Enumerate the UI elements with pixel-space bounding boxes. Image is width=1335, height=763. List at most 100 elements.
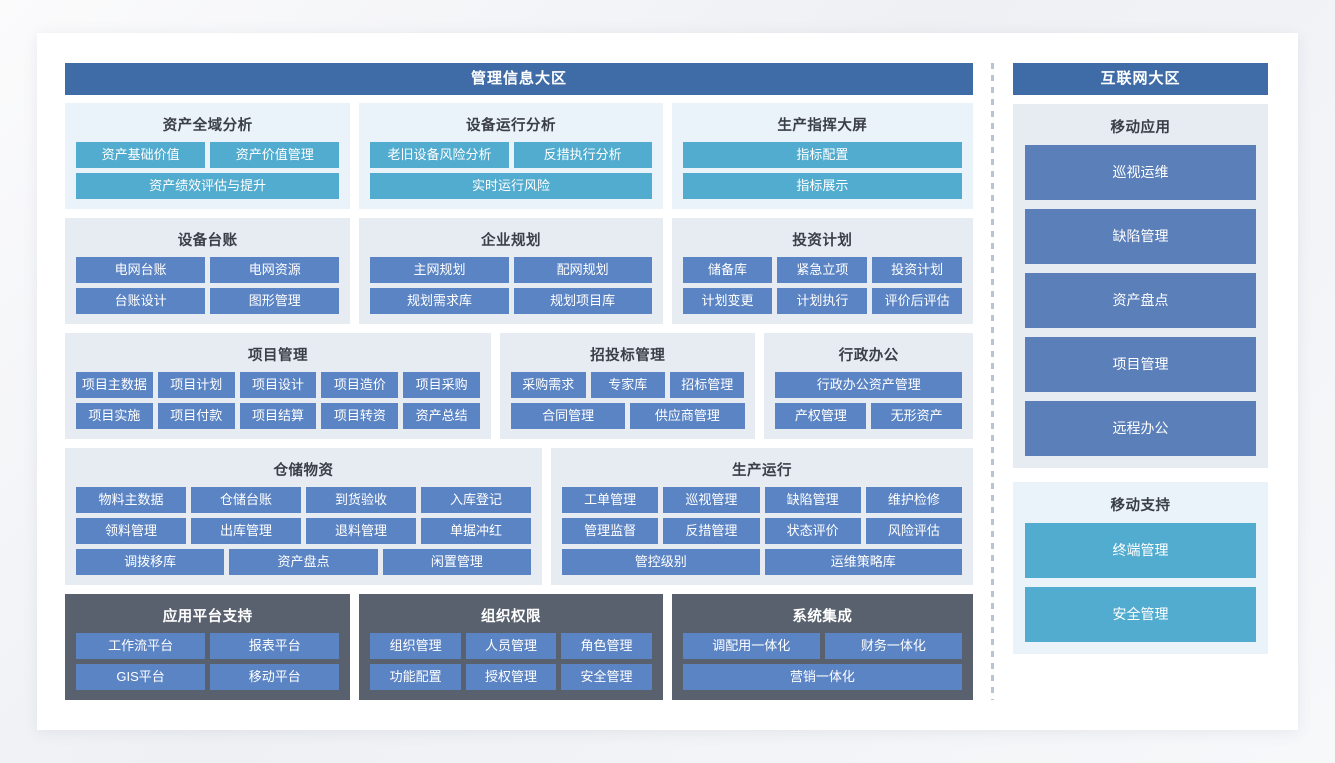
module-button[interactable]: 配网规划 bbox=[513, 257, 652, 283]
module-button[interactable]: 规划项目库 bbox=[513, 288, 652, 314]
module-button[interactable]: 移动平台 bbox=[210, 664, 340, 690]
module-button[interactable]: 安全管理 bbox=[1025, 587, 1256, 642]
button-row: 规划需求库规划项目库 bbox=[370, 288, 652, 314]
module-button[interactable]: 无形资产 bbox=[871, 403, 963, 429]
module-button[interactable]: 工单管理 bbox=[562, 487, 659, 513]
module-button[interactable]: 单据冲红 bbox=[421, 518, 531, 544]
module-button[interactable]: 管理监督 bbox=[562, 518, 659, 544]
module-button[interactable]: 调配用一体化 bbox=[682, 633, 820, 659]
module-button[interactable]: 调拨移库 bbox=[76, 549, 225, 575]
module-button[interactable]: 工作流平台 bbox=[76, 633, 206, 659]
module-button[interactable]: 采购需求 bbox=[511, 372, 586, 398]
module-button[interactable]: 专家库 bbox=[590, 372, 665, 398]
module-button[interactable]: 闲置管理 bbox=[382, 549, 531, 575]
module-button[interactable]: 项目转资 bbox=[321, 403, 399, 429]
internet-zone-cards: 移动应用巡视运维缺陷管理资产盘点项目管理远程办公移动支持终端管理安全管理 bbox=[1013, 104, 1268, 654]
module-button[interactable]: 状态评价 bbox=[764, 518, 861, 544]
module-button[interactable]: 运维策略库 bbox=[764, 549, 962, 575]
button-row: 领料管理出库管理退料管理单据冲红 bbox=[76, 518, 531, 544]
module-button[interactable]: 出库管理 bbox=[191, 518, 301, 544]
card-mobile-support: 移动支持终端管理安全管理 bbox=[1013, 482, 1268, 654]
module-button[interactable]: 领料管理 bbox=[76, 518, 186, 544]
module-button[interactable]: 规划需求库 bbox=[370, 288, 509, 314]
module-button[interactable]: 评价后评估 bbox=[872, 288, 963, 314]
module-button[interactable]: 仓储台账 bbox=[191, 487, 301, 513]
module-button[interactable]: 巡视管理 bbox=[663, 487, 760, 513]
module-button[interactable]: 项目主数据 bbox=[76, 372, 153, 398]
module-button[interactable]: 资产总结 bbox=[403, 403, 481, 429]
module-button[interactable]: 退料管理 bbox=[306, 518, 416, 544]
module-button[interactable]: 反措管理 bbox=[663, 518, 760, 544]
module-button[interactable]: 缺陷管理 bbox=[1025, 209, 1256, 264]
module-button[interactable]: 项目结算 bbox=[239, 403, 317, 429]
module-button[interactable]: 财务一体化 bbox=[824, 633, 963, 659]
module-button[interactable]: 管控级别 bbox=[562, 549, 760, 575]
module-button[interactable]: 产权管理 bbox=[775, 403, 867, 429]
module-button[interactable]: 台账设计 bbox=[76, 288, 206, 314]
module-button[interactable]: 计划变更 bbox=[682, 288, 773, 314]
module-button[interactable]: 授权管理 bbox=[465, 664, 557, 690]
module-button[interactable]: 项目管理 bbox=[1025, 337, 1256, 392]
module-button[interactable]: 项目设计 bbox=[239, 372, 317, 398]
module-button[interactable]: 实时运行风险 bbox=[370, 173, 652, 199]
module-button[interactable]: 营销一体化 bbox=[682, 664, 963, 690]
module-button[interactable]: 指标展示 bbox=[682, 173, 963, 199]
button-row: 合同管理供应商管理 bbox=[511, 403, 745, 429]
module-button[interactable]: 角色管理 bbox=[561, 633, 652, 659]
module-button[interactable]: 人员管理 bbox=[465, 633, 557, 659]
module-button[interactable]: 资产价值管理 bbox=[210, 142, 340, 168]
button-row: 工单管理巡视管理缺陷管理维护检修 bbox=[562, 487, 962, 513]
module-button[interactable]: 资产盘点 bbox=[229, 549, 378, 575]
card-row: 资产全域分析资产基础价值资产价值管理资产绩效评估与提升设备运行分析老旧设备风险分… bbox=[65, 103, 974, 209]
zone-divider bbox=[991, 63, 994, 700]
module-button[interactable]: 组织管理 bbox=[370, 633, 461, 659]
module-button[interactable]: 功能配置 bbox=[370, 664, 461, 690]
module-button[interactable]: 指标配置 bbox=[682, 142, 963, 168]
card-row: 仓储物资物料主数据仓储台账到货验收入库登记领料管理出库管理退料管理单据冲红调拨移… bbox=[65, 448, 973, 585]
button-row: 调拨移库资产盘点闲置管理 bbox=[76, 549, 531, 575]
card-row: 项目管理项目主数据项目计划项目设计项目造价项目采购项目实施项目付款项目结算项目转… bbox=[65, 333, 974, 439]
module-button[interactable]: 项目采购 bbox=[403, 372, 481, 398]
module-button[interactable]: 项目付款 bbox=[157, 403, 235, 429]
module-button[interactable]: 计划执行 bbox=[777, 288, 868, 314]
module-button[interactable]: 资产绩效评估与提升 bbox=[76, 173, 340, 199]
module-button[interactable]: 储备库 bbox=[682, 257, 773, 283]
module-button[interactable]: 风险评估 bbox=[865, 518, 962, 544]
module-button[interactable]: GIS平台 bbox=[76, 664, 206, 690]
module-button[interactable]: 项目造价 bbox=[321, 372, 399, 398]
module-button[interactable]: 投资计划 bbox=[872, 257, 963, 283]
module-button[interactable]: 缺陷管理 bbox=[764, 487, 861, 513]
module-button[interactable]: 行政办公资产管理 bbox=[775, 372, 963, 398]
card-title: 资产全域分析 bbox=[162, 118, 253, 134]
module-button[interactable]: 电网资源 bbox=[210, 257, 340, 283]
module-button[interactable]: 到货验收 bbox=[306, 487, 416, 513]
module-button[interactable]: 项目计划 bbox=[157, 372, 235, 398]
module-button[interactable]: 反措执行分析 bbox=[513, 142, 652, 168]
button-group: 工单管理巡视管理缺陷管理维护检修管理监督反措管理状态评价风险评估管控级别运维策略… bbox=[562, 487, 962, 575]
module-button[interactable]: 维护检修 bbox=[865, 487, 962, 513]
module-button[interactable]: 主网规划 bbox=[370, 257, 509, 283]
spacer bbox=[755, 333, 764, 439]
module-button[interactable]: 项目实施 bbox=[76, 403, 153, 429]
module-button[interactable]: 终端管理 bbox=[1025, 523, 1256, 578]
module-button[interactable]: 供应商管理 bbox=[630, 403, 745, 429]
module-button[interactable]: 图形管理 bbox=[210, 288, 340, 314]
module-button[interactable]: 物料主数据 bbox=[76, 487, 186, 513]
module-button[interactable]: 远程办公 bbox=[1025, 401, 1256, 456]
module-button[interactable]: 合同管理 bbox=[511, 403, 626, 429]
module-button[interactable]: 招标管理 bbox=[670, 372, 745, 398]
module-button[interactable]: 老旧设备风险分析 bbox=[370, 142, 509, 168]
module-button[interactable]: 紧急立项 bbox=[777, 257, 868, 283]
module-button[interactable]: 入库登记 bbox=[421, 487, 531, 513]
module-button[interactable]: 电网台账 bbox=[76, 257, 206, 283]
button-row: 项目主数据项目计划项目设计项目造价项目采购 bbox=[76, 372, 481, 398]
module-button[interactable]: 安全管理 bbox=[561, 664, 652, 690]
card-administrative-office: 行政办公行政办公资产管理产权管理无形资产 bbox=[764, 333, 974, 439]
button-row: 资产基础价值资产价值管理 bbox=[76, 142, 340, 168]
module-button[interactable]: 资产盘点 bbox=[1025, 273, 1256, 328]
module-button[interactable]: 巡视运维 bbox=[1025, 145, 1256, 200]
module-button[interactable]: 资产基础价值 bbox=[76, 142, 206, 168]
button-group: 老旧设备风险分析反措执行分析实时运行风险 bbox=[370, 142, 652, 199]
module-button[interactable]: 报表平台 bbox=[210, 633, 340, 659]
